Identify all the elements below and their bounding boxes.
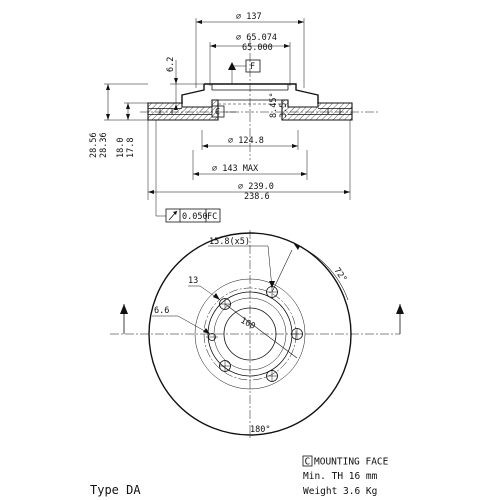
notes-block: C MOUNTING FACE Min. TH 16 mm Weight 3.6… [90,455,389,497]
dim-stud-holes: 15.8(x5) [209,237,250,247]
type-label: Type DA [90,483,141,497]
tolerance-datum: FC [207,212,217,222]
dim-hat-6-2: 6.2 [166,57,176,72]
dim-chamfer-35: 3.5 [279,103,289,118]
disc-section-right [281,99,353,121]
disc-outer-circle [148,232,352,436]
plan-view: 15.8(x5) 72° 13 6.6 100 180° [110,230,404,440]
section-view: ⌀ 137 ⌀ 65.074 65.000 F 6.2 C 8.45° 3.5 … [89,12,380,223]
section-arrow-left-icon [120,304,128,314]
friction-ring-inner [194,278,306,390]
dim-thickness-17-8: 17.8 [126,138,136,158]
dim-pcd-100: 100 [239,316,257,332]
dim-bore-min: 65.000 [242,43,273,53]
disc-section-left [147,99,219,121]
section-arrow-right-icon [396,304,404,314]
dim-hole-13: 13 [188,276,198,286]
hub-hat-outline [181,83,319,104]
dim-pcd-124-8: ⌀ 124.8 [228,136,264,146]
weight-note: Weight 3.6 Kg [303,486,377,497]
dim-bore-max: ⌀ 65.074 [236,33,277,43]
dim-chamfer-845: 8.45° [269,92,279,118]
datum-f-label: F [250,62,255,72]
dim-disc-239: ⌀ 239.0 [238,182,274,192]
min-thickness-note: Min. TH 16 mm [303,471,378,482]
tolerance-value: 0.050 [182,212,208,222]
datum-f-box [245,59,261,73]
dim-angle-72: 72° [332,266,349,284]
dim-143-max: ⌀ 143 MAX [212,164,259,174]
datum-c-note-box [302,455,313,467]
dim-thickness-18-0: 18.0 [116,138,126,158]
dim-height-28-36: 28.36 [99,132,109,158]
tolerance-frame: 0.050 FC [165,208,221,223]
dim-hole-6-6: 6.6 [154,306,169,316]
dim-height-28-56: 28.56 [89,132,99,158]
datum-c-note: C [305,457,311,468]
dim-angle-180: 180° [250,425,270,435]
mounting-face-note: MOUNTING FACE [314,457,389,468]
dim-disc-238-6: 238.6 [244,192,270,202]
datum-c-box [211,105,225,118]
centre-bore [223,307,277,361]
hub-face [211,84,289,91]
dim-outer-137: ⌀ 137 [236,12,262,22]
datum-c-label: C [215,108,220,118]
